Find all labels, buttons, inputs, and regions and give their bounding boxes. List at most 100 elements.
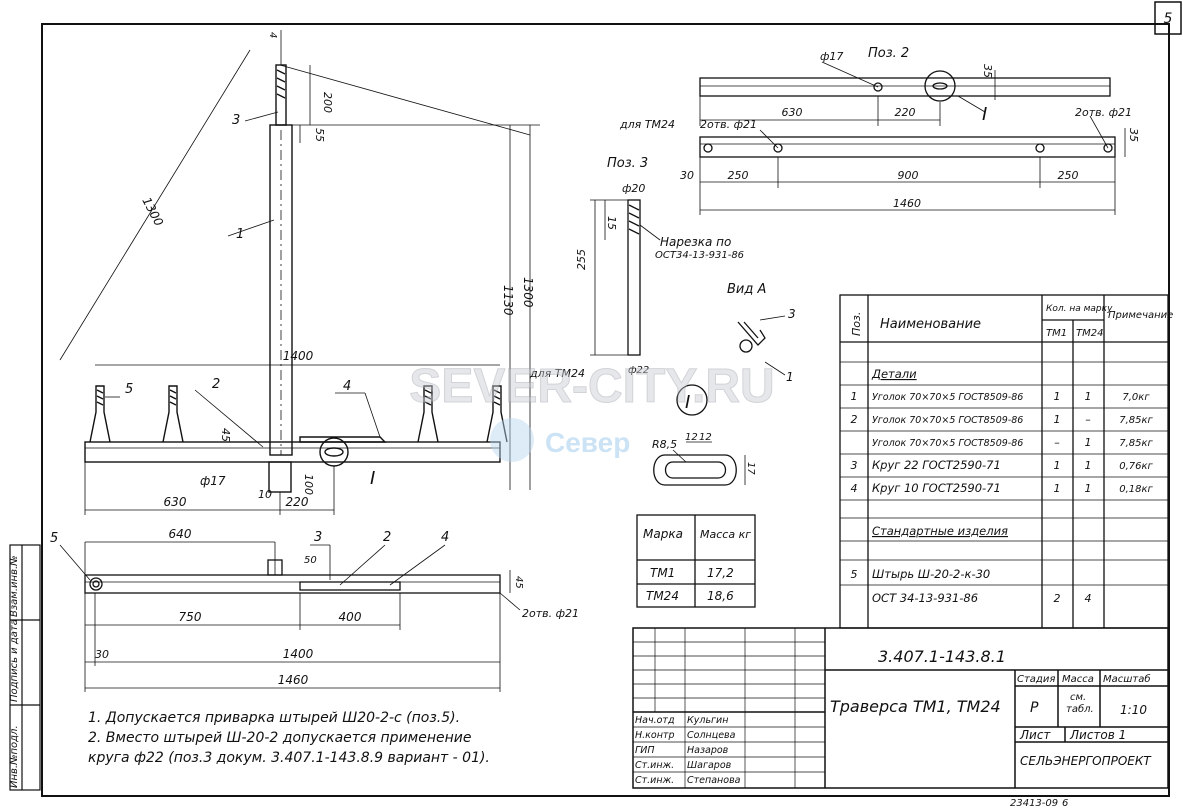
pos2-dim-250-left: 250 xyxy=(728,169,749,182)
leader-1-main: 1 xyxy=(236,227,244,242)
plan-dim-1400: 1400 xyxy=(283,647,314,661)
pin-right-inner xyxy=(417,385,439,443)
view-a-leader-1: 1 xyxy=(786,370,794,384)
pos3-dim-255: 255 xyxy=(575,249,588,270)
pos3-d22: ф22 xyxy=(628,365,649,376)
plan-dim-400: 400 xyxy=(339,610,362,624)
page-number-box: 5 xyxy=(1154,1,1182,35)
dim-1130: 1130 xyxy=(501,285,515,316)
mass-table: Марка Масса кг ТМ1 17,2 ТМ24 18,6 xyxy=(636,514,756,608)
pos3-d20: ф20 xyxy=(622,182,645,195)
note-3: круга ф22 (поз.3 докум. 3.407.1-143.8.9 … xyxy=(88,750,490,766)
stage-value: Р xyxy=(1030,700,1039,716)
label-for-tm24-main: для ТМ24 xyxy=(529,367,585,380)
pos2-marker-I: I xyxy=(982,104,987,125)
organization: СЕЛЬЭНЕРГОПРОЕКТ xyxy=(1020,754,1152,768)
spec-row-note: 7,85кг xyxy=(1119,438,1153,449)
document-code: 3.407.1-143.8.1 xyxy=(878,647,1006,666)
pos2-title: Поз. 2 xyxy=(868,46,909,61)
spec-row-tm1: – xyxy=(1054,436,1060,449)
spec-row-pos: 5 xyxy=(851,568,858,581)
spec-row-name: Детали xyxy=(871,367,917,381)
spec-row-tm24: 1 xyxy=(1085,436,1092,449)
note-2: 2. Вместо штырей Ш-20-2 допускается прим… xyxy=(88,730,471,746)
dim-55: 55 xyxy=(313,128,326,142)
detail-I-12a: 12 xyxy=(685,432,698,443)
drawing-title: Траверса ТМ1, ТМ24 xyxy=(830,697,1001,716)
side-stamp-replaced: Взам.инв.№ xyxy=(9,555,20,617)
spec-header-note: Примечание xyxy=(1108,310,1173,321)
signature-name: Назаров xyxy=(687,745,729,756)
detail-I: I R8,5 12 12 17 xyxy=(652,384,756,486)
plan-holes: 2отв. ф21 xyxy=(522,607,579,620)
watermark-logo-text: Север xyxy=(545,427,630,458)
spec-row-tm24: 1 xyxy=(1085,390,1092,403)
pos2-dim-630: 630 xyxy=(782,106,803,119)
spec-header-tm1: ТМ1 xyxy=(1046,328,1067,339)
plan-leader-3: 3 xyxy=(314,530,322,545)
spec-row-tm1: 1 xyxy=(1054,459,1061,472)
pos3-detail: Поз. 3 ф20 15 255 Нарезка по ОСТ34-13-93… xyxy=(575,156,744,376)
label-d17-main: ф17 xyxy=(200,474,226,488)
spec-row-name: Стандартные изделия xyxy=(872,524,1008,538)
spec-row-tm24: 1 xyxy=(1085,459,1092,472)
pos2-detail: Поз. 2 xyxy=(619,46,1140,215)
archive-page: 6 xyxy=(1062,798,1068,809)
signature-name: Солнцева xyxy=(687,730,736,741)
pin-right-outer xyxy=(486,385,508,443)
spec-row-name: Уголок 70×70×5 ГОСТ8509-86 xyxy=(872,392,1023,403)
pos3-thread: Нарезка по xyxy=(660,235,731,249)
detail-I-r85: R8,5 xyxy=(652,438,677,451)
scale-value: 1:10 xyxy=(1120,703,1147,717)
spec-row-tm24: 4 xyxy=(1085,592,1092,605)
leader-3-main: 3 xyxy=(232,113,240,128)
mass-header-mark: Марка xyxy=(643,527,683,541)
plan-dim-1460: 1460 xyxy=(278,673,309,687)
pos2-dim-35-top: 35 xyxy=(981,64,994,78)
dim-630: 630 xyxy=(164,495,187,509)
detail-I-marker: I xyxy=(685,392,690,413)
spec-table: Поз. Наименование Кол. на марку ТМ1 ТМ24… xyxy=(839,294,1173,629)
stage-header: Стадия xyxy=(1017,674,1055,685)
dim-220: 220 xyxy=(286,495,309,509)
marker-I-main: I xyxy=(370,468,375,489)
spec-row-name: Уголок 70×70×5 ГОСТ8509-86 xyxy=(872,415,1023,426)
note-1: 1. Допускается приварка штырей Ш20-2-с (… xyxy=(88,710,460,726)
side-stamp-sign: Подпись и дата xyxy=(9,619,20,702)
mass-header-mass: Масса кг xyxy=(700,528,751,541)
pos2-dim-220: 220 xyxy=(895,106,916,119)
plan-view: 640 50 45 750 400 30 1400 1460 2отв. ф21… xyxy=(50,527,579,692)
pin-left-inner xyxy=(162,385,184,443)
spec-row-tm24: – xyxy=(1085,413,1091,426)
pos2-dim-30: 30 xyxy=(680,169,694,182)
spec-row-name: Круг 22 ГОСТ2590-71 xyxy=(872,458,1001,472)
dim-45: 45 xyxy=(219,428,232,442)
page-number: 5 xyxy=(1164,11,1173,27)
spec-header-name: Наименование xyxy=(880,317,981,332)
pos2-holes-right: 2отв. ф21 xyxy=(1075,106,1132,119)
sheets-label: Листов 1 xyxy=(1069,728,1126,742)
dim-200: 200 xyxy=(321,92,334,113)
spec-header-tm24: ТМ24 xyxy=(1076,328,1103,339)
watermark-text: SEVER-CITY.RU xyxy=(409,360,774,413)
spec-header-qty: Кол. на марку xyxy=(1046,304,1113,314)
plan-leader-5: 5 xyxy=(50,531,58,546)
spec-row-pos: 4 xyxy=(851,482,858,495)
sheet-label: Лист xyxy=(1019,728,1051,742)
plan-dim-750: 750 xyxy=(179,610,202,624)
spec-row-pos: 2 xyxy=(851,413,858,426)
spec-row-pos: 3 xyxy=(851,459,858,472)
pos2-for-tm24: для ТМ24 xyxy=(619,118,675,131)
side-stamp xyxy=(9,544,41,791)
signature-name: Шагаров xyxy=(687,760,732,771)
plan-leader-2: 2 xyxy=(383,530,391,545)
signature-name: Степанова xyxy=(687,775,741,786)
plan-leader-4: 4 xyxy=(441,530,449,545)
spec-row-note: 0,76кг xyxy=(1119,461,1153,472)
spec-row-tm1: 2 xyxy=(1054,592,1061,605)
pos2-dim-35-bottom: 35 xyxy=(1127,128,1140,142)
detail-I-17: 17 xyxy=(745,462,756,475)
notes: 1. Допускается приварка штырей Ш20-2-с (… xyxy=(88,710,490,766)
watermark: SEVER-CITY.RU Север xyxy=(409,360,775,462)
